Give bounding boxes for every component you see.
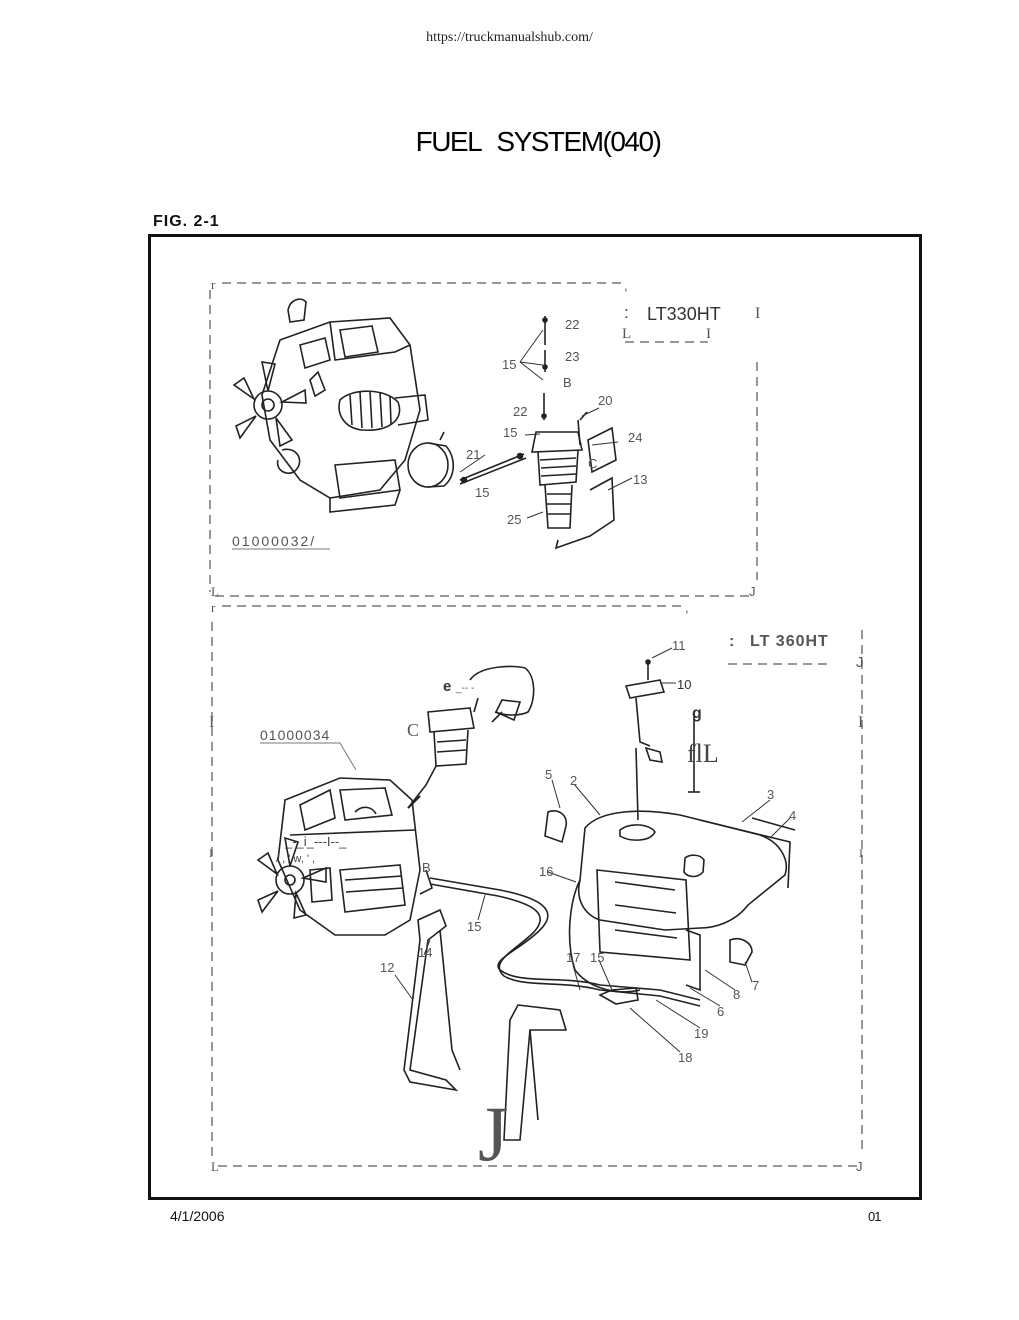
callout-g: g xyxy=(692,705,702,722)
callout-24: 24 xyxy=(628,430,642,445)
svg-text:r: r xyxy=(211,600,216,615)
page-title: FUEL SYSTEM(040) xyxy=(415,126,662,157)
artifact-j: J xyxy=(478,1090,508,1177)
svg-text:I: I xyxy=(858,714,863,731)
engine-fan-top xyxy=(232,361,307,475)
callout-25: 25 xyxy=(507,512,521,527)
fuel-filter-top xyxy=(531,316,617,550)
top-model-label: LT330HT xyxy=(647,304,721,324)
fuel-cap-top xyxy=(407,431,455,488)
callout-4: 4 xyxy=(789,808,796,823)
svg-text:J: J xyxy=(856,1159,863,1174)
svg-text:/ , ' w, ' ,: / , ' w, ' , xyxy=(276,853,315,865)
figure-label: FIG. 2-1 xyxy=(153,213,220,230)
svg-text:r: r xyxy=(211,277,216,292)
svg-text:I: I xyxy=(209,714,214,731)
callout-15d: 15 xyxy=(467,919,481,934)
svg-text:_-- -: _-- - xyxy=(455,683,474,694)
top-model-marker: : xyxy=(624,303,629,322)
figure-frame xyxy=(148,234,922,1200)
footer-page-number: 01 xyxy=(868,1209,882,1224)
top-ref-code: 01000032/ xyxy=(232,533,316,549)
callout-3: 3 xyxy=(767,787,774,802)
callout-23: 23 xyxy=(565,349,579,364)
callout-21: 21 xyxy=(466,447,480,462)
tank-brackets-bottom xyxy=(403,908,568,1141)
callout-11: 11 xyxy=(672,638,686,653)
source-url[interactable]: https://truckmanualshub.com/ xyxy=(426,30,593,45)
callout-2: 2 xyxy=(570,773,577,788)
top-panel-border xyxy=(209,282,758,597)
callout-15b: 15 xyxy=(503,425,517,440)
fuel-filter-bottom xyxy=(407,665,535,809)
callout-b-top: B xyxy=(563,375,572,390)
callout-15c: 15 xyxy=(475,485,489,500)
svg-text:L: L xyxy=(211,584,219,599)
engine-illustration-top xyxy=(261,298,429,513)
callout-12: 12 xyxy=(380,960,394,975)
callout-6: 6 xyxy=(717,1004,724,1019)
callout-17: 17 xyxy=(566,950,580,965)
engine-fan-bottom xyxy=(256,836,327,920)
svg-text:I: I xyxy=(755,305,760,322)
callout-8: 8 xyxy=(733,987,740,1002)
svg-text:,: , xyxy=(685,600,689,615)
svg-text:L: L xyxy=(211,1159,219,1174)
callout-b-bottom: B xyxy=(422,860,431,875)
fuel-hoses-bottom xyxy=(419,869,701,1007)
callout-22b: 22 xyxy=(513,404,527,419)
svg-text:I: I xyxy=(209,846,213,860)
callout-5: 5 xyxy=(545,767,552,782)
callout-19: 19 xyxy=(694,1026,708,1041)
callout-c-top: C xyxy=(588,456,597,471)
bottom-panel-border xyxy=(211,605,863,1167)
svg-text:,: , xyxy=(624,278,628,293)
bottom-model-label: LT 360HT xyxy=(750,633,829,650)
svg-text:L: L xyxy=(622,326,631,342)
footer-date: 4/1/2006 xyxy=(170,1208,225,1224)
bottom-callout-leaders xyxy=(394,647,791,1053)
callout-14: 14 xyxy=(418,945,432,960)
callout-10: 10 xyxy=(677,677,691,692)
callout-22a: 22 xyxy=(565,317,579,332)
callout-7: 7 xyxy=(752,978,759,993)
callout-15e: 15 xyxy=(590,950,604,965)
fuel-tank-bottom xyxy=(544,810,796,992)
callout-20: 20 xyxy=(598,393,612,408)
svg-text:I: I xyxy=(706,326,711,342)
callout-15a: 15 xyxy=(502,357,516,372)
callout-c-bottom: C xyxy=(407,720,419,740)
svg-text:J: J xyxy=(856,654,864,671)
artifact-e: e xyxy=(443,678,451,695)
top-callout-leaders xyxy=(459,329,633,519)
callout-13: 13 xyxy=(633,472,647,487)
svg-text:J: J xyxy=(749,584,756,599)
bottom-model-marker: : xyxy=(729,633,734,650)
fuel-hose-top xyxy=(459,452,527,485)
svg-text:I: I xyxy=(859,846,863,860)
artifact-fll: flL xyxy=(687,739,719,768)
svg-text:_-_i_---I--_: _-_i_---I--_ xyxy=(284,834,347,849)
callout-16: 16 xyxy=(539,864,553,879)
bottom-ref-code: 01000034 xyxy=(260,727,330,743)
callout-18: 18 xyxy=(678,1050,692,1065)
fuel-sender-bottom xyxy=(624,659,700,821)
